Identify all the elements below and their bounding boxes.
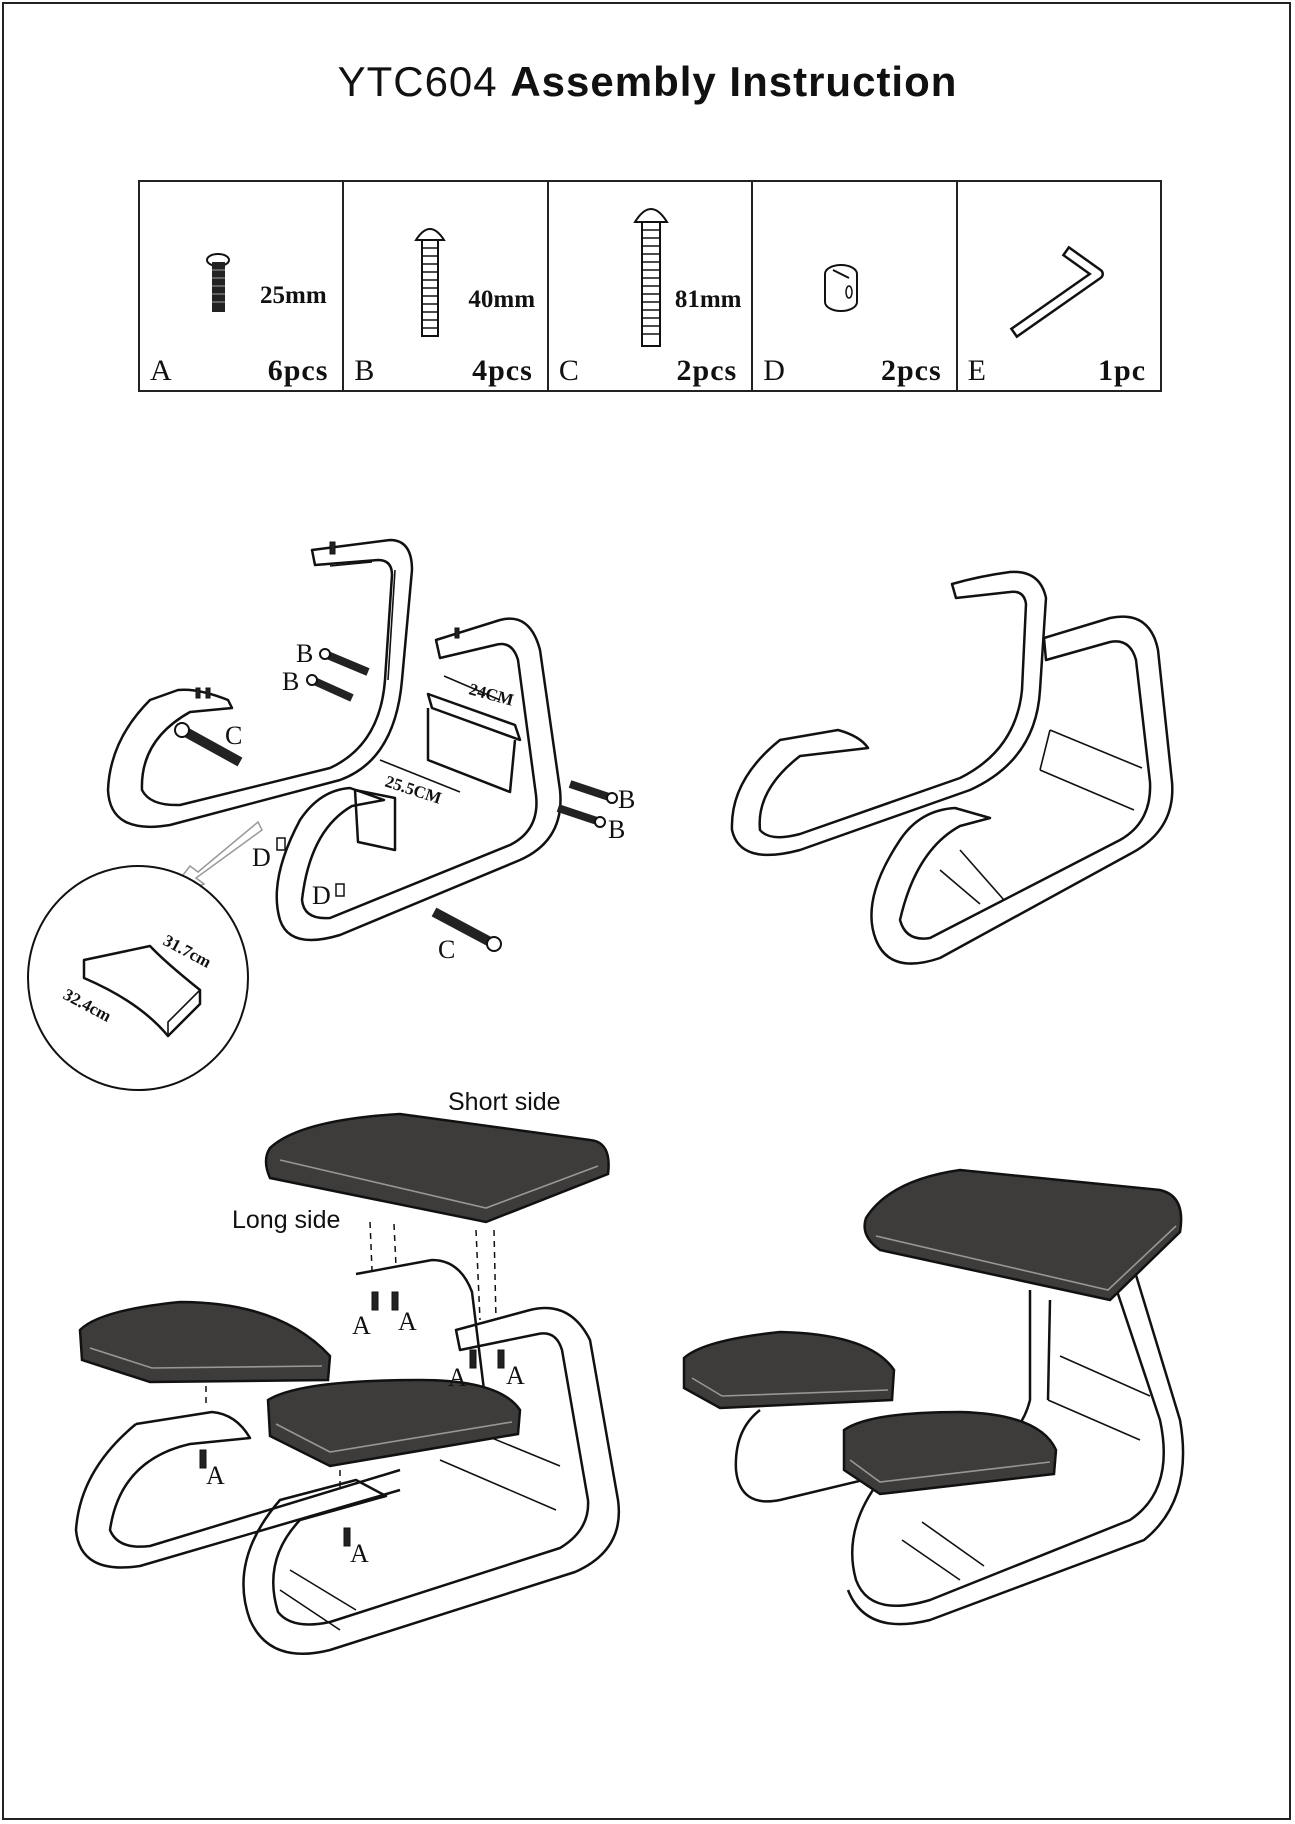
parts-table: 25mm A 6pcs 40mm B 4pcs 81mm C 2pcs D 2p…	[138, 180, 1162, 392]
label-c: C	[438, 935, 455, 964]
part-quantity: 4pcs	[472, 354, 533, 387]
allen-key-icon	[1009, 245, 1104, 339]
step3-seat-install: A A A A A A Short side Long side	[74, 1088, 621, 1655]
part-quantity: 2pcs	[676, 354, 738, 387]
dim-top-bar: 24CM	[467, 680, 516, 710]
label-c: C	[225, 721, 242, 750]
barrel-nut-icon	[824, 264, 859, 312]
part-letter: A	[150, 354, 172, 387]
part-quantity: 1pc	[1098, 354, 1147, 387]
detail-circle	[27, 865, 249, 1091]
label-b: B	[618, 785, 635, 814]
label-d: D	[312, 881, 331, 910]
long-bolt-icon	[633, 208, 669, 347]
medium-bolt-icon	[414, 228, 447, 337]
label-long-side: Long side	[232, 1206, 340, 1234]
dim-bottom-bar: 25.5CM	[383, 772, 444, 808]
part-cell-d: D 2pcs	[753, 182, 958, 390]
finished-right-pad	[842, 1410, 1058, 1496]
label-b: B	[608, 815, 625, 844]
part-cell-a: 25mm A 6pcs	[140, 182, 345, 390]
part-size: 40mm	[468, 286, 536, 313]
step2-assembled-frame	[730, 570, 1174, 965]
title-text: Assembly Instruction	[510, 58, 958, 105]
part-cell-b: 40mm B 4pcs	[344, 182, 549, 390]
label-b: B	[282, 667, 299, 696]
part-size: 81mm	[674, 286, 742, 313]
top-seat-pad	[264, 1112, 610, 1224]
right-knee-pad	[266, 1378, 522, 1468]
model-number: YTC604	[337, 58, 498, 105]
label-a: A	[352, 1311, 371, 1340]
label-a: A	[206, 1461, 225, 1490]
label-d: D	[252, 843, 271, 872]
bolt-b-group: B B B B	[282, 639, 635, 844]
label-a: A	[506, 1361, 525, 1390]
left-knee-pad	[78, 1300, 332, 1384]
step1-exploded-frame: 24CM 25.5CM B B B B C C	[27, 538, 635, 1091]
part-letter: C	[558, 354, 579, 387]
part-quantity: 2pcs	[880, 354, 942, 387]
label-a: A	[350, 1539, 369, 1568]
part-cell-c: 81mm C 2pcs	[549, 182, 754, 390]
finished-top-seat	[863, 1168, 1183, 1302]
label-a: A	[398, 1307, 417, 1336]
part-letter: B	[354, 354, 375, 387]
label-short-side: Short side	[448, 1088, 561, 1116]
part-size: 25mm	[260, 282, 327, 309]
step4-finished-chair	[682, 1168, 1185, 1626]
part-letter: D	[763, 354, 785, 387]
part-letter: E	[967, 354, 986, 387]
part-cell-e: E 1pc	[958, 182, 1160, 390]
part-quantity: 6pcs	[267, 354, 329, 387]
finished-left-pad	[682, 1330, 896, 1410]
label-b: B	[296, 639, 313, 668]
short-bolt-icon	[206, 253, 230, 312]
bolt-c-group: C C	[174, 721, 502, 964]
label-a: A	[448, 1363, 467, 1392]
bolt-a-group: A A A A A A	[199, 1291, 525, 1568]
page-title: YTC604 Assembly Instruction	[0, 58, 1295, 106]
